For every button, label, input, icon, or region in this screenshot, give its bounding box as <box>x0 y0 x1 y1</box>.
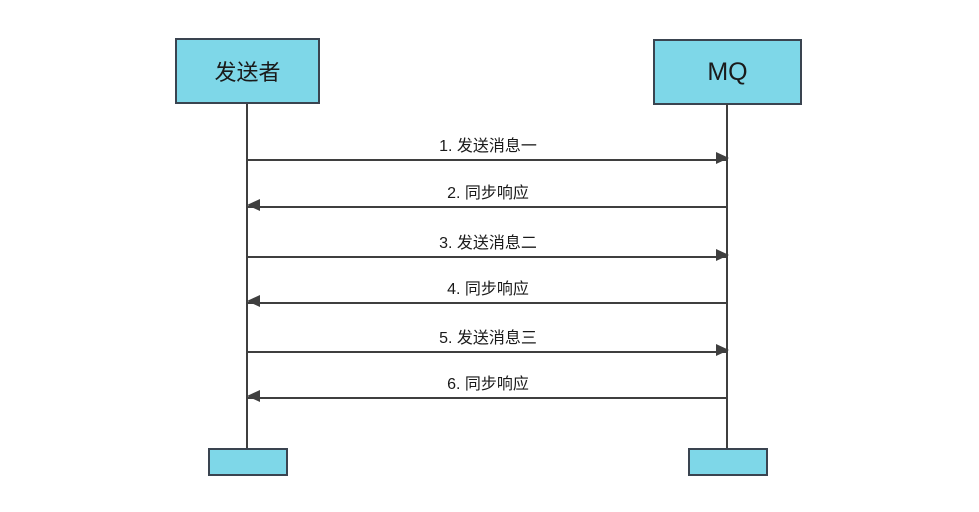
message-label: 6. 同步响应 <box>447 375 529 393</box>
message-arrow-4: 4. 同步响应 <box>247 274 728 307</box>
message-arrow-1: 1. 发送消息一 <box>248 131 729 164</box>
message-arrow-2: 2. 同步响应 <box>247 178 728 211</box>
message-label: 3. 发送消息二 <box>439 234 537 252</box>
lifeline-sender <box>246 104 248 448</box>
lifeline-end-mq <box>688 448 768 476</box>
message-label: 5. 发送消息三 <box>439 329 537 347</box>
arrowhead-right-icon <box>716 344 729 356</box>
actor-mq-box: MQ <box>653 39 802 105</box>
arrowhead-right-icon <box>716 152 729 164</box>
arrowhead-left-icon <box>247 199 260 211</box>
arrowhead-right-icon <box>716 249 729 261</box>
message-label: 2. 同步响应 <box>447 184 529 202</box>
lifeline-end-sender <box>208 448 288 476</box>
actor-sender-box: 发送者 <box>175 38 320 104</box>
arrowhead-left-icon <box>247 295 260 307</box>
arrowhead-left-icon <box>247 390 260 402</box>
message-label: 1. 发送消息一 <box>439 137 537 155</box>
lifeline-mq <box>726 104 728 448</box>
message-arrow-5: 5. 发送消息三 <box>248 323 729 356</box>
actor-sender-label: 发送者 <box>214 60 281 85</box>
message-arrow-6: 6. 同步响应 <box>247 369 728 402</box>
actor-mq-label: MQ <box>707 57 748 86</box>
message-label: 4. 同步响应 <box>447 280 529 298</box>
message-arrow-3: 3. 发送消息二 <box>248 228 729 261</box>
